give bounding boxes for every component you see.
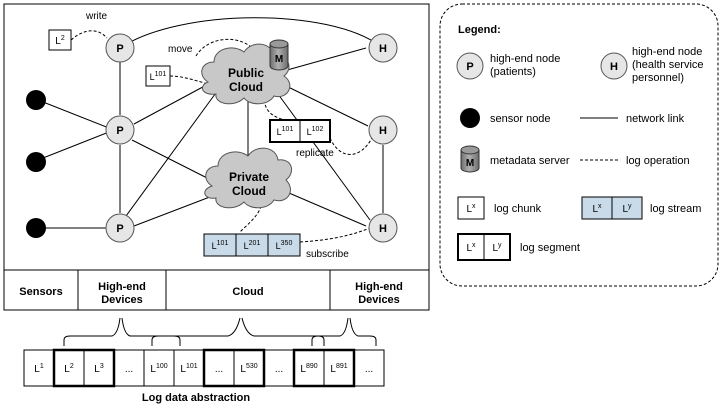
legend-metadata-icon: M bbox=[460, 145, 480, 173]
legend-health-node-icon: H bbox=[600, 52, 628, 80]
svg-text:L201: L201 bbox=[244, 240, 261, 251]
private-cloud: Private Cloud bbox=[204, 147, 293, 209]
legend-patient-node-icon: P bbox=[456, 52, 484, 80]
svg-text:L101: L101 bbox=[150, 71, 167, 82]
move-label: move bbox=[168, 44, 193, 55]
legend-metadata-label: metadata server bbox=[490, 155, 570, 167]
abstraction-cell: L100 bbox=[150, 363, 167, 375]
health-node: H bbox=[368, 115, 398, 145]
health-node: H bbox=[368, 213, 398, 243]
legend-segment-label: log segment bbox=[520, 242, 580, 254]
svg-text:Lx: Lx bbox=[466, 242, 476, 254]
svg-text:P: P bbox=[116, 223, 123, 235]
legend-panel bbox=[439, 3, 719, 287]
patient-node: P bbox=[105, 33, 135, 63]
svg-text:L350: L350 bbox=[276, 240, 293, 251]
abstraction-segment bbox=[52, 348, 116, 388]
sensor-node bbox=[26, 152, 46, 172]
abstraction-cell: ... bbox=[365, 364, 373, 375]
abstraction-caption: Log data abstraction bbox=[142, 392, 250, 404]
svg-text:H: H bbox=[610, 61, 618, 73]
legend-chunk-icon: Lx bbox=[457, 196, 485, 220]
legend-chunk-label: log chunk bbox=[494, 203, 542, 215]
public-cloud-label-1: Public bbox=[228, 66, 264, 80]
svg-text:Lx: Lx bbox=[466, 203, 476, 215]
legend-sensor-icon bbox=[460, 108, 480, 128]
abstraction-cell: L530 bbox=[240, 363, 257, 375]
patient-node: P bbox=[105, 213, 135, 243]
svg-text:L101: L101 bbox=[277, 126, 294, 137]
abstraction-segment bbox=[292, 348, 356, 388]
svg-text:P: P bbox=[116, 125, 123, 137]
legend-patient-label: high-end node(patients) bbox=[490, 53, 560, 78]
svg-text:L2: L2 bbox=[55, 35, 65, 47]
svg-text:P: P bbox=[466, 61, 473, 73]
patient-node: P bbox=[105, 115, 135, 145]
legend-title: Legend: bbox=[458, 24, 501, 36]
section-sensors: Sensors bbox=[19, 286, 62, 298]
log-abstraction-row: L1 L2 L3... L100 L101... L530... L890 L891... bbox=[23, 348, 385, 388]
legend-logop-label: log operation bbox=[626, 155, 690, 167]
abstraction-segment bbox=[202, 348, 266, 388]
abstraction-cell: L890 bbox=[300, 363, 317, 375]
legend-stream-label: log stream bbox=[650, 203, 701, 215]
legend-stream-icon: Lx Ly bbox=[581, 196, 643, 220]
abstraction-cell: L891 bbox=[330, 363, 347, 375]
sensor-node bbox=[26, 218, 46, 238]
replicate-label: replicate bbox=[296, 148, 334, 159]
svg-text:Ly: Ly bbox=[622, 203, 632, 215]
public-cloud-label-2: Cloud bbox=[229, 80, 263, 94]
sensor-node bbox=[26, 90, 46, 110]
metadata-server-label: M bbox=[275, 54, 283, 65]
section-cloud: Cloud bbox=[232, 286, 263, 298]
abstraction-cell: L101 bbox=[180, 363, 197, 375]
svg-text:Lx: Lx bbox=[592, 203, 602, 215]
svg-text:P: P bbox=[116, 43, 123, 55]
subscribe-label: subscribe bbox=[306, 249, 349, 260]
legend-segment-icon: Lx Ly bbox=[457, 233, 511, 261]
abstraction-cell: ... bbox=[215, 364, 223, 375]
legend-link-label: network link bbox=[626, 113, 685, 125]
private-cloud-label-1: Private bbox=[229, 170, 269, 184]
svg-text:L101: L101 bbox=[212, 240, 229, 251]
metadata-server-icon: M bbox=[269, 39, 289, 71]
move-chunk: L101 bbox=[145, 65, 171, 87]
abstraction-cell: L3 bbox=[94, 363, 104, 375]
public-cloud: Public Cloud bbox=[201, 43, 291, 105]
svg-text:H: H bbox=[379, 43, 387, 55]
health-node: H bbox=[368, 33, 398, 63]
write-chunk: L2 bbox=[48, 29, 72, 51]
legend-sensor-label: sensor node bbox=[490, 113, 551, 125]
abstraction-cell: ... bbox=[125, 364, 133, 375]
svg-text:L102: L102 bbox=[307, 126, 324, 137]
svg-text:Ly: Ly bbox=[492, 242, 502, 254]
network-links bbox=[37, 17, 384, 229]
svg-text:H: H bbox=[379, 223, 387, 235]
section-braces bbox=[63, 317, 377, 346]
log-operations bbox=[70, 30, 373, 243]
abstraction-cell: L2 bbox=[64, 363, 74, 375]
svg-text:M: M bbox=[466, 158, 474, 169]
private-cloud-label-2: Cloud bbox=[232, 184, 266, 198]
abstraction-cell: ... bbox=[275, 364, 283, 375]
svg-text:H: H bbox=[379, 125, 387, 137]
replicate-segment: L101 L102 bbox=[269, 119, 331, 143]
network-panel bbox=[3, 3, 430, 271]
subscribe-stream: L101 L201 L350 bbox=[203, 233, 301, 257]
write-label: write bbox=[85, 11, 108, 22]
abstraction-cell: L1 bbox=[34, 363, 44, 375]
